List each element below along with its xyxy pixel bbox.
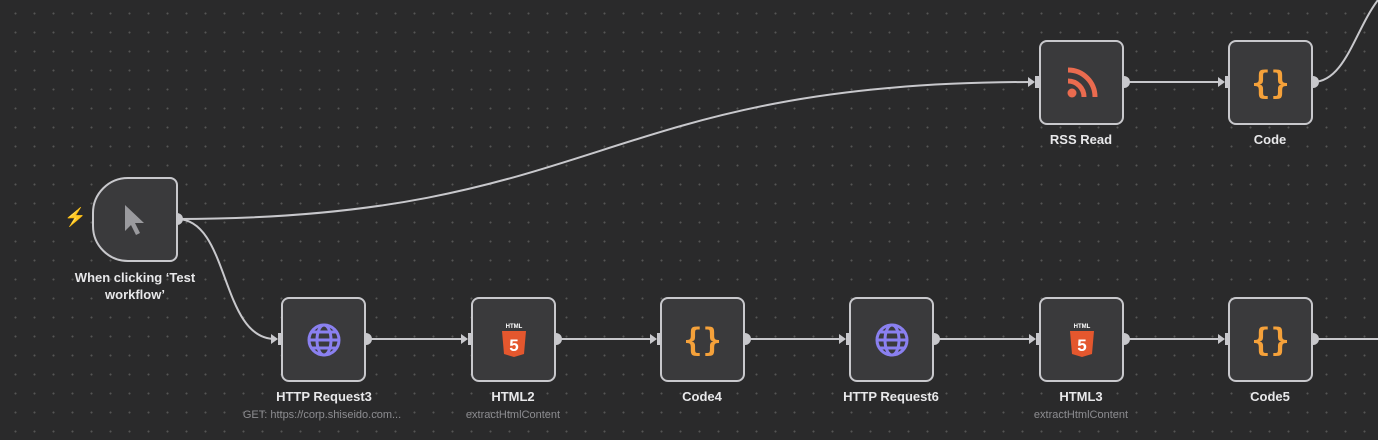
html5-icon: HTML 5 [1069,324,1094,357]
html5-icon: HTML 5 [501,324,526,357]
edge-code-out [1312,0,1378,83]
node-code4[interactable]: {} [660,297,745,382]
node-rss-read[interactable] [1039,40,1124,125]
globe-icon [307,323,340,356]
edge-trigger-http3 [176,218,276,340]
node-subtitle: extractHtmlContent [465,409,561,421]
node-subtitle: extractHtmlContent [1033,409,1129,421]
node-subtitle: GET: https://corp.shiseido.com... [242,409,402,421]
node-label: Code5 [1250,389,1290,404]
node-label: When clicking ‘Test workflow’ [74,270,196,302]
node-http-request6[interactable] [849,297,934,382]
code-braces-icon: {} [1251,63,1290,102]
node-label: HTML2 [491,389,535,404]
globe-icon [875,323,908,356]
node-label: Code4 [682,389,722,404]
node-http-request3[interactable] [281,297,366,382]
svg-text:HTML: HTML [1073,324,1090,330]
code-braces-icon: {} [1251,320,1290,359]
code-braces-icon: {} [683,320,722,359]
svg-text:HTML: HTML [505,324,522,330]
node-label: Code [1253,132,1287,147]
node-manual-trigger[interactable] [92,177,178,262]
node-html3[interactable]: HTML 5 [1039,297,1124,382]
svg-text:5: 5 [509,336,518,355]
node-code5[interactable]: {} [1228,297,1313,382]
rss-icon [1067,67,1097,97]
lightning-bolt-icon: ⚡ [64,207,87,227]
svg-text:5: 5 [1077,336,1086,355]
node-html2[interactable]: HTML 5 [471,297,556,382]
node-label: HTTP Request3 [276,389,372,404]
node-label: HTTP Request6 [843,389,939,404]
edge-trigger-rss [176,81,1033,220]
node-label: RSS Read [1049,132,1113,147]
node-code[interactable]: {} [1228,40,1313,125]
cursor-icon [125,204,144,235]
node-label: HTML3 [1059,389,1103,404]
